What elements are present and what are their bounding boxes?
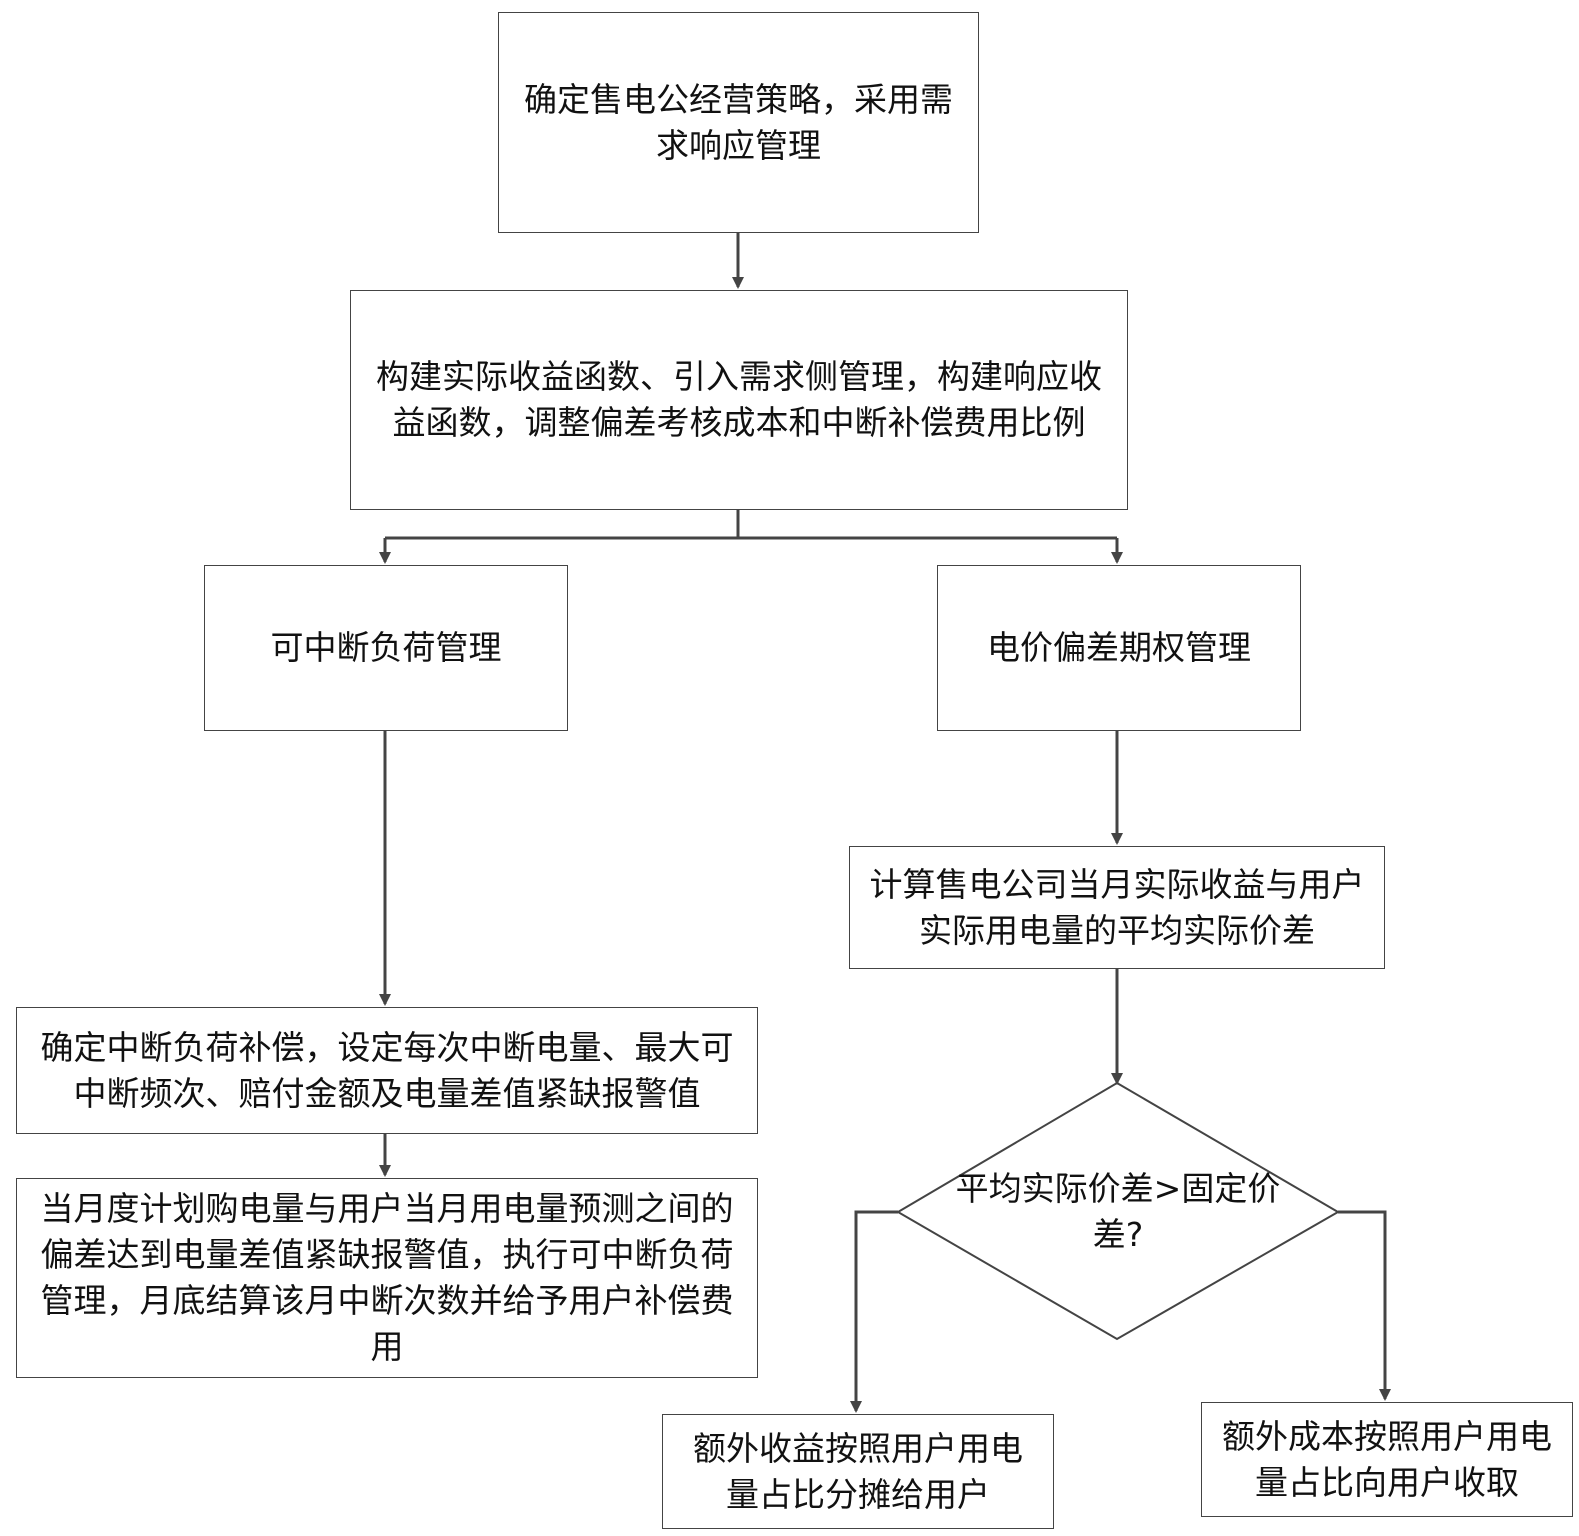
extra-revenue-box: 额外收益按照用户用电量占比分摊给用户 [662,1414,1054,1529]
decision-text: 平均实际价差>固定价差? [955,1169,1281,1254]
build-functions-text: 构建实际收益函数、引入需求侧管理，构建响应收益函数，调整偏差考核成本和中断补偿费… [376,357,1102,442]
build-functions-box: 构建实际收益函数、引入需求侧管理，构建响应收益函数，调整偏差考核成本和中断补偿费… [350,290,1128,510]
extra-cost-text: 额外成本按照用户用电量占比向用户收取 [1222,1416,1552,1502]
strategy-text: 确定售电公经营策略，采用需求响应管理 [524,79,953,165]
extra-cost-box: 额外成本按照用户用电量占比向用户收取 [1201,1402,1573,1517]
price-deviation-option-text: 电价偏差期权管理 [987,628,1251,667]
calc-price-diff-text: 计算售电公司当月实际收益与用户实际用电量的平均实际价差 [869,864,1365,950]
strategy-box: 确定售电公经营策略，采用需求响应管理 [498,12,979,233]
monthly-execution-text: 当月度计划购电量与用户当月用电量预测之间的偏差达到电量差值紧缺报警值，执行可中断… [40,1189,734,1366]
compensation-settings-text: 确定中断负荷补偿，设定每次中断电量、最大可中断频次、赔付金额及电量差值紧缺报警值 [40,1027,734,1113]
decision-diamond [896,1081,1340,1341]
extra-revenue-text: 额外收益按照用户用电量占比分摊给用户 [693,1428,1023,1514]
interruptible-load-box: 可中断负荷管理 [204,565,568,731]
arrow-decision-right [1338,1210,1391,1401]
decision-label: 平均实际价差>固定价差? [938,1160,1298,1264]
arrow-decision-left [850,1210,898,1413]
price-deviation-option-box: 电价偏差期权管理 [937,565,1301,731]
interruptible-load-text: 可中断负荷管理 [270,628,502,667]
calc-price-diff-box: 计算售电公司当月实际收益与用户实际用电量的平均实际价差 [849,846,1385,969]
monthly-execution-box: 当月度计划购电量与用户当月用电量预测之间的偏差达到电量差值紧缺报警值，执行可中断… [16,1178,758,1378]
compensation-settings-box: 确定中断负荷补偿，设定每次中断电量、最大可中断频次、赔付金额及电量差值紧缺报警值 [16,1007,758,1134]
